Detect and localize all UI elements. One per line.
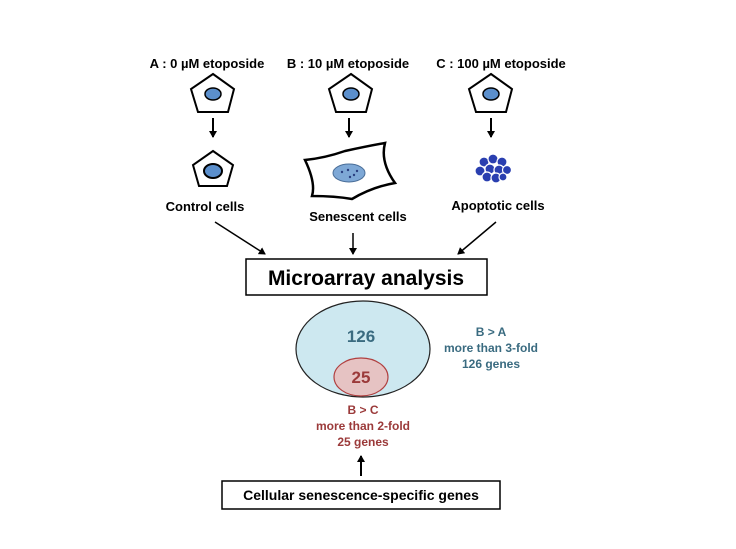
condition-a-label: A : 0 µM etoposide (150, 56, 265, 71)
apoptotic-cells-label: Apoptotic cells (451, 198, 544, 213)
inner-set-line3: 25 genes (337, 435, 389, 449)
outer-set-line3: 126 genes (462, 357, 520, 371)
outer-set-line1: B > A (476, 325, 507, 339)
start-cell-a (189, 72, 236, 113)
venn-inner-count: 25 (352, 368, 371, 387)
venn-outer-ellipse (295, 300, 431, 398)
senescent-cells-label: Senescent cells (309, 209, 407, 224)
start-cell-c (467, 72, 514, 113)
apoptotic-cell-icon (474, 153, 513, 184)
nucleus-icon (204, 87, 222, 101)
result-label: Cellular senescence-specific genes (243, 487, 479, 503)
condition-b-label: B : 10 µM etoposide (287, 56, 409, 71)
control-cell-icon (191, 149, 235, 187)
outer-set-line2: more than 3-fold (444, 341, 538, 355)
control-cells-label: Control cells (166, 199, 245, 214)
venn-inner-ellipse (333, 357, 389, 397)
inner-set-line1: B > C (347, 403, 378, 417)
start-cell-b (327, 72, 374, 113)
analysis-box (245, 258, 488, 296)
analysis-label: Microarray analysis (268, 267, 464, 290)
nucleus-icon (482, 87, 500, 101)
arrow-control-to-analysis (214, 221, 266, 255)
venn-outer-count: 126 (347, 327, 375, 346)
inner-set-line2: more than 2-fold (316, 419, 410, 433)
arrow-apoptotic-to-analysis (457, 221, 497, 255)
senescent-cell-icon (303, 141, 398, 201)
condition-c-label: C : 100 µM etoposide (436, 56, 566, 71)
nucleus-icon (342, 87, 360, 101)
result-box (221, 480, 501, 510)
